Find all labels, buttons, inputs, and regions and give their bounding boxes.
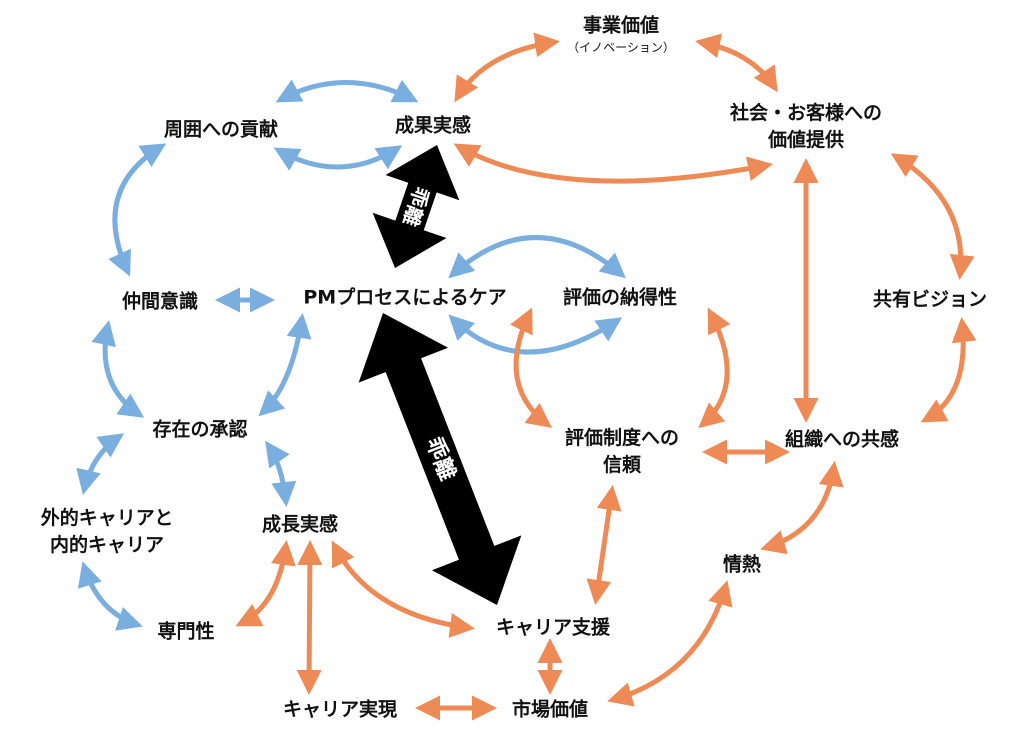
node-achievement: 成果実感: [394, 114, 472, 137]
node-career: 外的キャリアと 内的キャリア: [41, 505, 174, 559]
arrow-achievement-society: [453, 143, 773, 184]
node-label-line1: 評価制度への: [564, 427, 680, 449]
arrow-pmcare-recognition: [258, 313, 312, 417]
node-pm-care: PMプロセスによるケア: [303, 286, 507, 309]
gap-arrow-achievement-pmcare: 乖離: [372, 145, 460, 268]
arrow-org-passion: [760, 461, 844, 555]
node-label-line1: 社会・お客様への: [729, 102, 883, 124]
node-business-value: 事業価値 （イノベーション）: [567, 13, 675, 56]
arrow-contribution-fellowship: [108, 143, 167, 277]
arrow-trust-careersupport: [586, 485, 622, 605]
arrow-recognition-career: [76, 433, 125, 495]
arrow-career-expertise: [77, 561, 143, 631]
node-expertise: 専門性: [157, 620, 215, 643]
arrow-evaluation-trust-right: [698, 307, 731, 429]
arrow-evaluation-trust-left: [510, 307, 552, 429]
node-sublabel: （イノベーション）: [567, 40, 675, 55]
arrow-fellowship-recognition: [91, 320, 145, 418]
gap-label: 乖離: [398, 184, 434, 230]
node-society-value: 社会・お客様への 価値提供: [730, 100, 882, 154]
arrow-passion-market: [607, 580, 733, 707]
node-evaluation-trust: 評価制度への 信頼: [565, 425, 679, 479]
node-label-line1: 外的キャリアと: [40, 507, 174, 529]
gap-arrow-pmcare-careersupport: 乖離: [358, 313, 522, 605]
node-growth: 成長実感: [261, 513, 339, 536]
arrow-contribution-achievement-top: [275, 79, 419, 103]
arrow-society-vision: [890, 153, 975, 280]
arrow-pmcare-evaluation-bottom: [448, 314, 623, 355]
node-fellowship: 仲間意識: [121, 290, 199, 313]
arrow-pmcare-evaluation-top: [448, 235, 626, 279]
node-passion: 情熱: [722, 553, 762, 576]
node-evaluation-acceptance: 評価の納得性: [562, 286, 678, 309]
arrow-contribution-achievement-bottom: [273, 145, 403, 171]
arrow-growth-careersupport: [331, 540, 475, 638]
node-career-support: キャリア支援: [495, 616, 611, 639]
node-recognition: 存在の承認: [152, 418, 248, 441]
node-shared-vision: 共有ビジョン: [872, 288, 988, 311]
arrow-recognition-growth: [265, 440, 297, 507]
node-market-value: 市場価値: [511, 698, 589, 721]
node-career-realization: キャリア実現: [282, 698, 398, 721]
arrow-business-society: [695, 33, 778, 93]
node-label-line2: 価値提供: [767, 129, 845, 151]
node-contribution: 周囲への貢献: [163, 118, 279, 141]
arrow-vision-org: [920, 317, 977, 423]
arrow-growth-expertise: [235, 540, 296, 627]
node-org-empathy: 組織への共感: [784, 428, 900, 451]
node-label-line2: 内的キャリア: [49, 534, 164, 556]
arrow-growth-realization: [296, 540, 323, 695]
node-label: 事業価値: [582, 14, 660, 37]
node-label-line2: 信頼: [602, 454, 642, 476]
arrow-achievement-business: [454, 32, 560, 103]
